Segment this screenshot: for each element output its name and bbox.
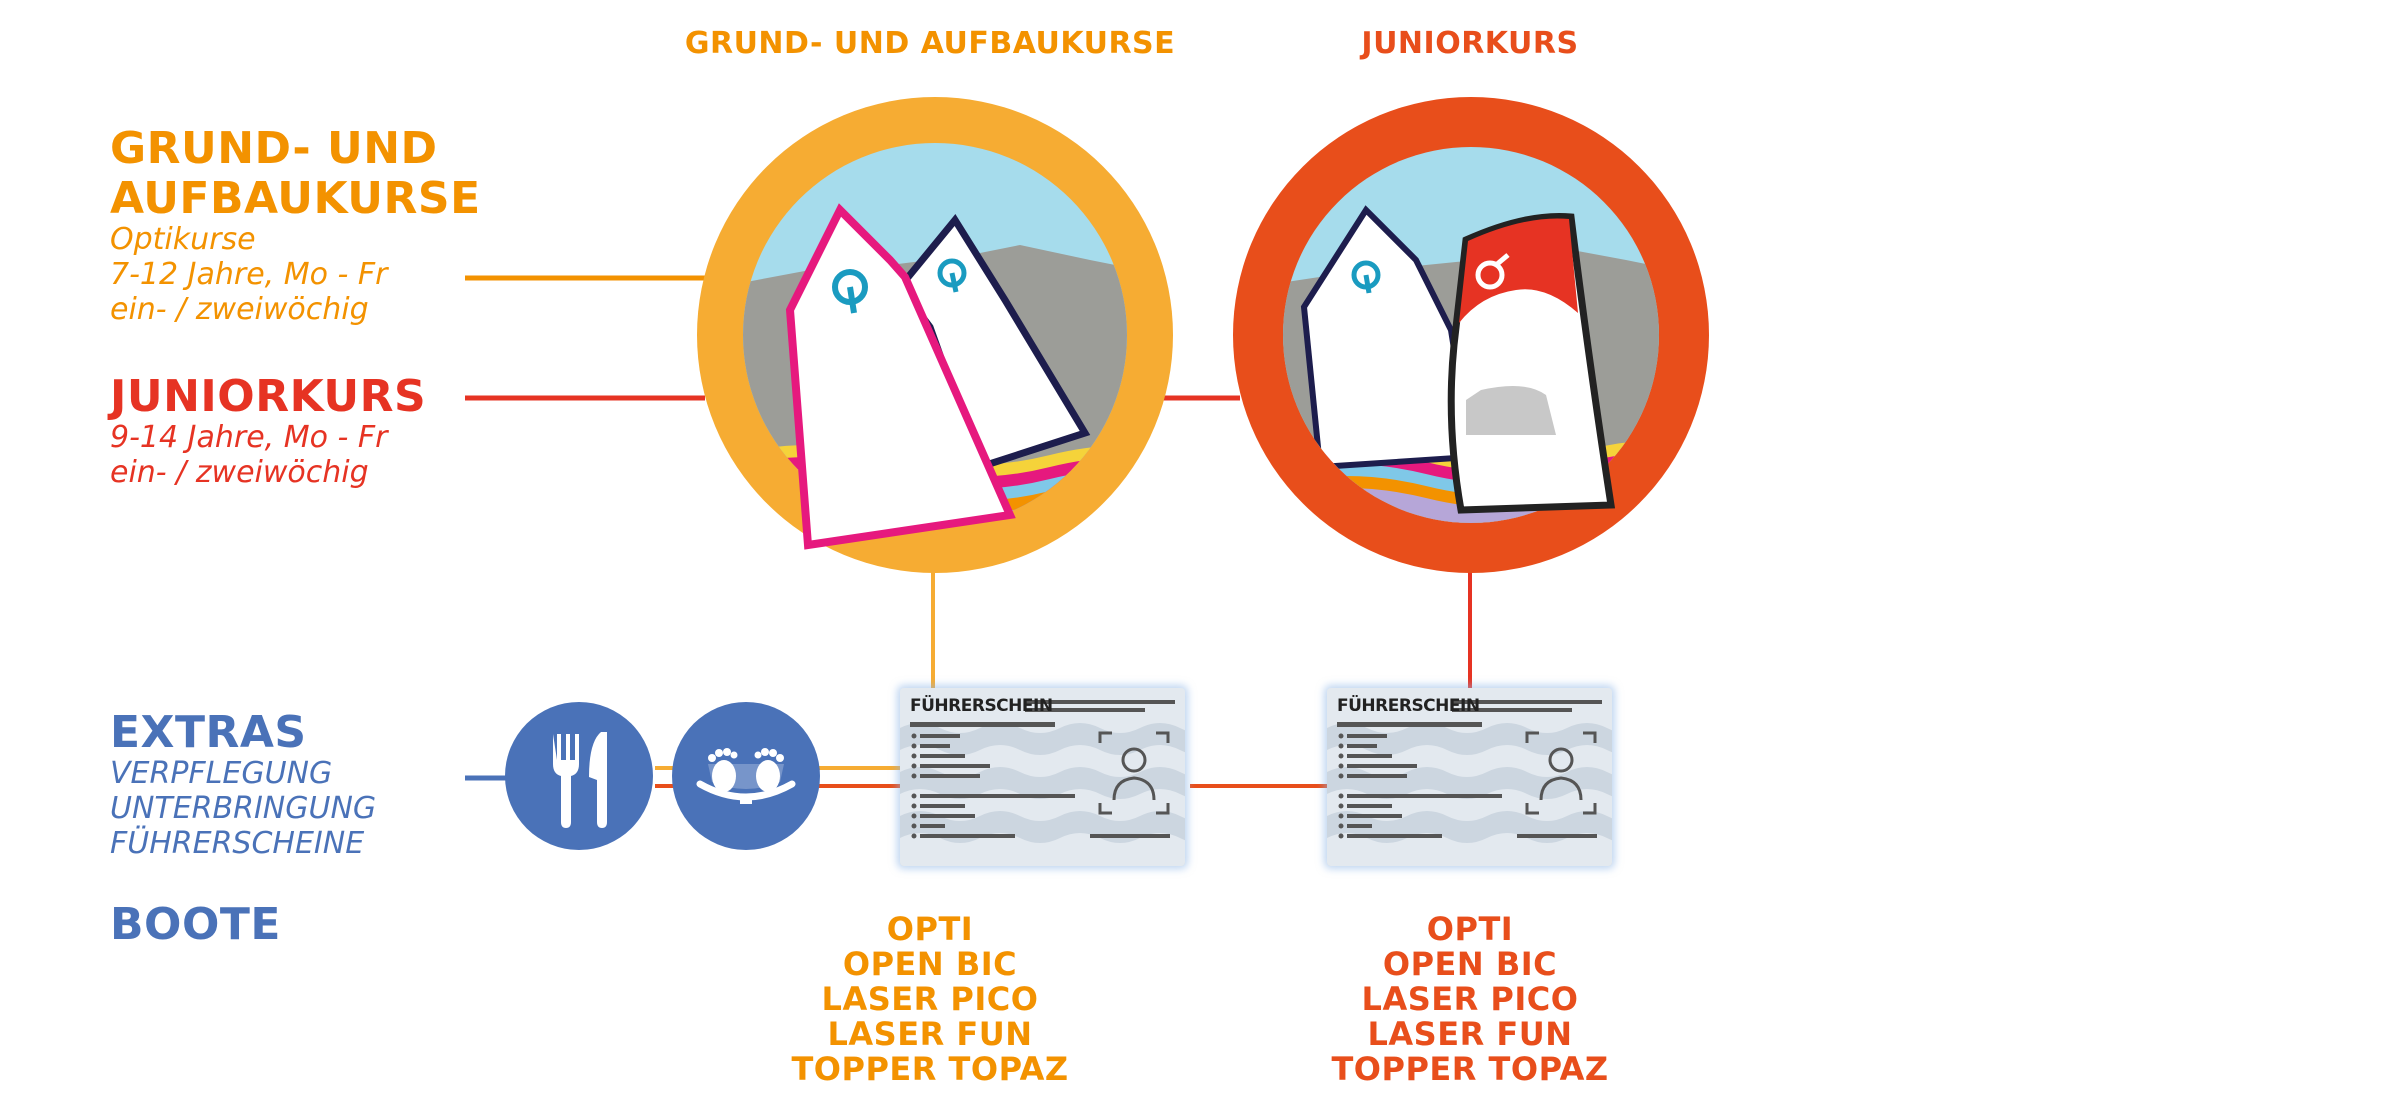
junior-subtitle: 9-14 Jahre, Mo - Fr ein- / zweiwöchig <box>110 420 387 490</box>
boat-item: OPEN BIC <box>1382 945 1558 983</box>
grund-subtitle: Optikurse 7-12 Jahre, Mo - Fr ein- / zwe… <box>110 222 387 327</box>
junior-column-heading: JUNIORKURS <box>1361 26 1579 61</box>
grund-front-sail <box>785 203 1016 550</box>
boat-item: OPEN BIC <box>842 945 1018 983</box>
boat-item: LASER PICO <box>1361 980 1579 1018</box>
boat-item: TOPPER TOPAZ <box>791 1050 1069 1088</box>
boat-item: TOPPER TOPAZ <box>1331 1050 1609 1088</box>
junior-boats-list: OPTI OPEN BIC LASER PICO LASER FUN TOPPE… <box>1280 912 1660 1087</box>
junior-sail-shadow <box>1466 386 1556 435</box>
extras-title: EXTRAS <box>110 707 307 758</box>
junior-front-logo-icon <box>1475 253 1510 290</box>
grund-title: GRUND- UND AUFBAUKURSE <box>110 124 481 224</box>
boat-item: LASER FUN <box>827 1015 1033 1053</box>
junior-license-card: FÜHRERSCHEIN <box>1327 688 1612 866</box>
junior-sub-1: 9-14 Jahre, Mo - Fr <box>110 420 388 455</box>
junior-title: JUNIORKURS <box>110 371 427 422</box>
junior-sub-2: ein- / zweiwöchig <box>110 455 369 490</box>
grund-front-logo-icon <box>832 269 868 314</box>
grund-title-line1: GRUND- UND <box>110 123 438 174</box>
grund-column-heading: GRUND- UND AUFBAUKURSE <box>684 26 1176 61</box>
grund-portrait-frame-icon <box>1098 731 1170 815</box>
junior-sail-red-top <box>1459 218 1578 323</box>
grund-course-illustration <box>697 97 1173 573</box>
boat-item: OPTI <box>886 910 974 948</box>
extras-sub-3: FÜHRERSCHEINE <box>110 826 365 861</box>
boat-item: LASER FUN <box>1367 1015 1573 1053</box>
grund-title-line2: AUFBAUKURSE <box>110 173 481 224</box>
junior-portrait-frame-icon <box>1525 731 1597 815</box>
junior-course-illustration <box>1233 97 1709 573</box>
grund-sub-3: ein- / zweiwöchig <box>110 292 369 327</box>
extras-sub-2: UNTERBRINGUNG <box>110 791 377 826</box>
grund-license-graphic <box>900 688 1185 866</box>
junior-license-title: FÜHRERSCHEIN <box>1337 696 1480 716</box>
junior-license-graphic <box>1327 688 1612 866</box>
junior-back-logo-icon <box>1351 260 1381 294</box>
grund-back-logo-icon <box>937 258 967 293</box>
grund-sub-2: 7-12 Jahre, Mo - Fr <box>110 257 388 292</box>
bed-feet-icon <box>672 702 820 850</box>
boat-item: LASER PICO <box>821 980 1039 1018</box>
grund-sub-1: Optikurse <box>110 222 256 257</box>
boat-item: OPTI <box>1426 910 1514 948</box>
grund-boats-list: OPTI OPEN BIC LASER PICO LASER FUN TOPPE… <box>740 912 1120 1087</box>
grund-license-title: FÜHRERSCHEIN <box>910 696 1053 716</box>
extras-sub-1: VERPFLEGUNG <box>110 756 333 791</box>
extras-subtitle: VERPFLEGUNG UNTERBRINGUNG FÜHRERSCHEINE <box>110 756 376 861</box>
grund-license-card: FÜHRERSCHEIN <box>900 688 1185 866</box>
fork-knife-icon <box>505 702 653 850</box>
boote-title: BOOTE <box>110 899 281 950</box>
